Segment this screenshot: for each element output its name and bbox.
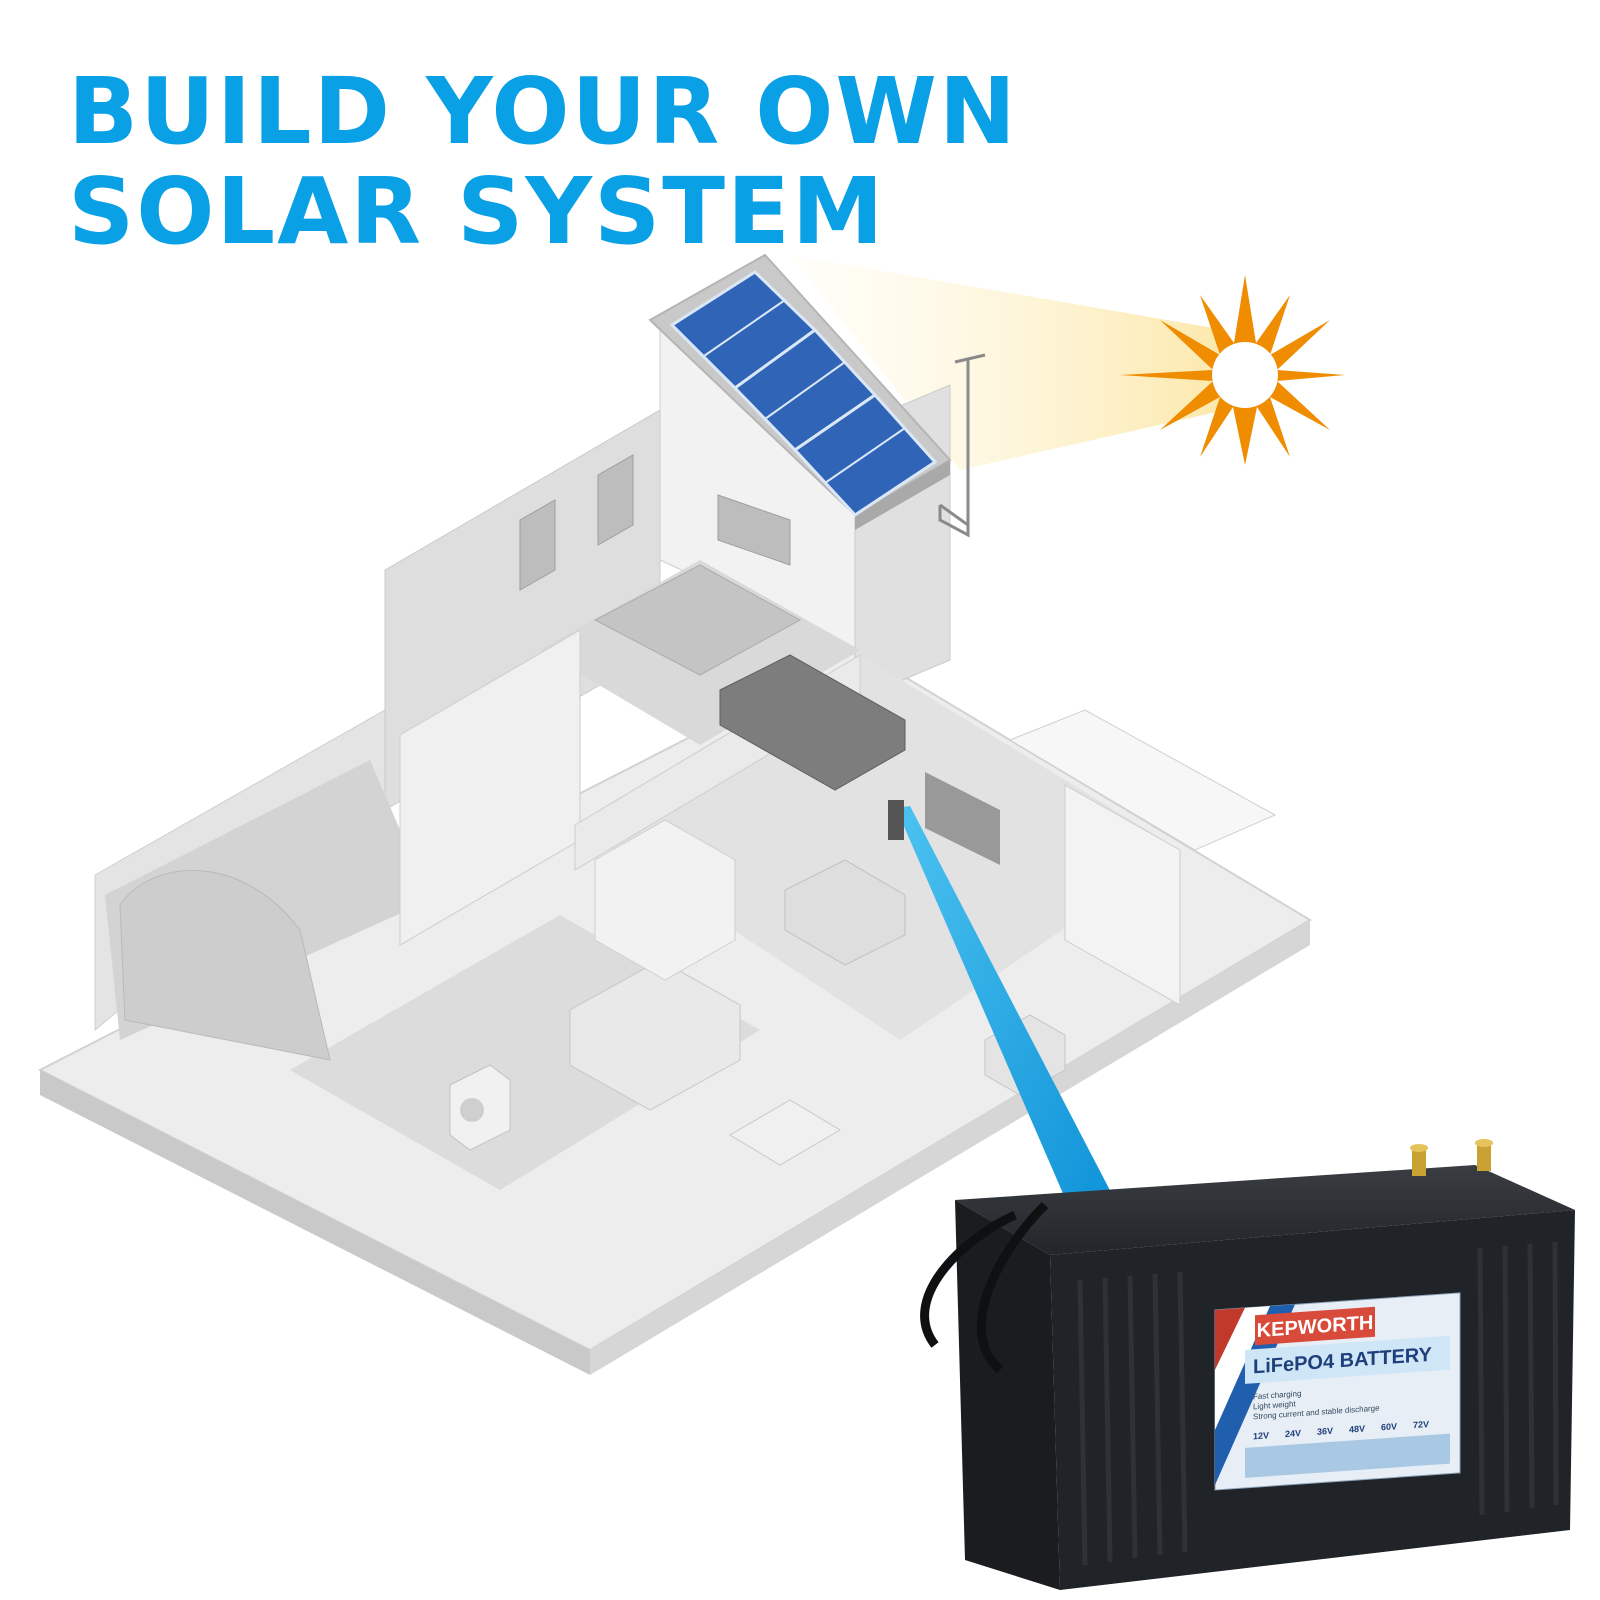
battery-terminals [1410, 1139, 1493, 1176]
floor-slab-edge [40, 1070, 590, 1375]
roof-edge [855, 460, 950, 530]
dining-table [729, 1099, 841, 1166]
headline-line-1: BUILD YOUR OWN [68, 58, 1018, 165]
battery-feature-1: Fast charging [1253, 1389, 1301, 1401]
tv [925, 772, 1000, 865]
headline: BUILD YOUR OWN SOLAR SYSTEM [68, 62, 1018, 262]
battery-voltage-12v: 12V [1253, 1430, 1269, 1441]
battery-voltage-60v: 60V [1381, 1421, 1397, 1432]
floor-slab-edge-right [590, 920, 1310, 1375]
battery-feature-2: Light weight [1253, 1399, 1296, 1411]
sun-icon [1120, 275, 1345, 465]
battery-voltage-36v: 36V [1317, 1426, 1333, 1437]
kitchen-cabinets [594, 819, 736, 981]
inverter-rack [719, 654, 906, 791]
battery-voltage-72v: 72V [1413, 1419, 1429, 1430]
solar-panel-icon [669, 270, 938, 517]
interior-wall-right [1064, 784, 1181, 1006]
battery-top [955, 1165, 1575, 1255]
bed [593, 564, 802, 676]
battery-label: KEPWORTH LiFePO4 BATTERY Fast charging L… [1214, 1292, 1461, 1491]
sofa [784, 859, 906, 966]
battery-handle [920, 1210, 1017, 1348]
battery-voltage-48v: 48V [1349, 1424, 1365, 1435]
sunlight-beam [790, 255, 1225, 470]
battery-front [955, 1200, 1060, 1590]
pergola [1008, 709, 1277, 851]
wall-inverter [888, 800, 904, 840]
headline-line-2: SOLAR SYSTEM [68, 158, 886, 265]
battery-voltage-24v: 24V [1285, 1428, 1301, 1439]
washing-machine [449, 1064, 511, 1151]
connection-beam [896, 806, 1115, 1205]
lifepo4-battery: KEPWORTH LiFePO4 BATTERY Fast charging L… [920, 1139, 1575, 1590]
garage-door [119, 870, 331, 1061]
antenna-icon [938, 353, 986, 538]
windows [519, 454, 791, 591]
